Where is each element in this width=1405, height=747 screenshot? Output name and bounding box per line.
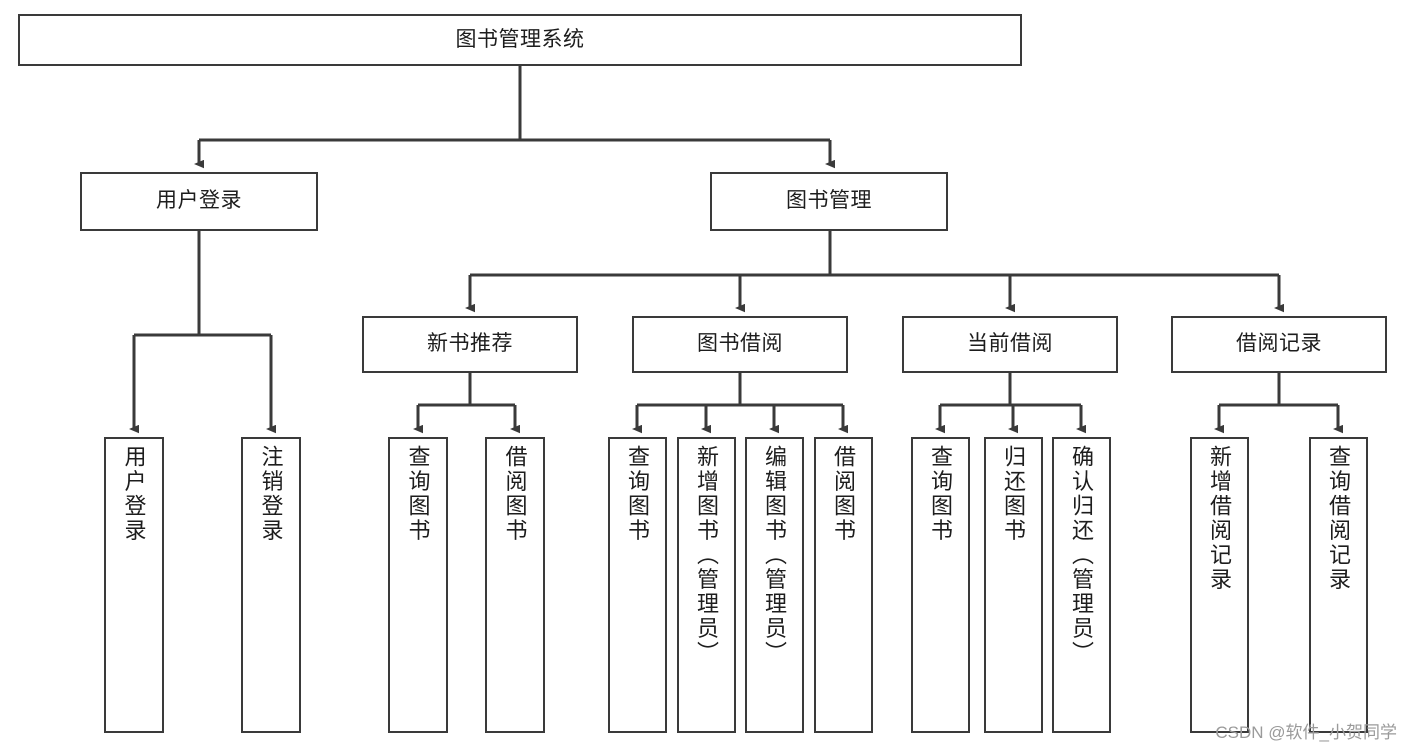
node-user-login[interactable]: 用户登录: [80, 172, 318, 231]
leaf-edit-book-label: 编辑图书（管理员）: [762, 445, 788, 666]
leaf-logout[interactable]: 注销登录: [241, 437, 301, 733]
csdn-watermark: CSDN @软件_小贺同学: [1215, 723, 1397, 742]
leaf-query-book-rec-label: 查询图书: [405, 445, 431, 543]
leaf-borrow-book-label: 借阅图书: [831, 445, 857, 543]
node-book-manage[interactable]: 图书管理: [710, 172, 948, 231]
leaf-query-book-current-label: 查询图书: [928, 445, 954, 543]
leaf-add-record-label: 新增借阅记录: [1207, 445, 1233, 592]
leaf-query-record-label: 查询借阅记录: [1326, 445, 1352, 592]
leaf-return-book[interactable]: 归还图书: [984, 437, 1043, 733]
node-new-book-rec[interactable]: 新书推荐: [362, 316, 578, 373]
leaf-query-book-rec[interactable]: 查询图书: [388, 437, 448, 733]
node-book-borrow-label: 图书借阅: [697, 332, 783, 356]
leaf-query-book-current[interactable]: 查询图书: [911, 437, 970, 733]
node-root[interactable]: 图书管理系统: [18, 14, 1022, 66]
leaf-user-login[interactable]: 用户登录: [104, 437, 164, 733]
node-book-borrow[interactable]: 图书借阅: [632, 316, 848, 373]
leaf-edit-book[interactable]: 编辑图书（管理员）: [745, 437, 804, 733]
leaf-query-book-borrow[interactable]: 查询图书: [608, 437, 667, 733]
leaf-add-book-label: 新增图书（管理员）: [694, 445, 720, 666]
node-root-label: 图书管理系统: [455, 27, 585, 51]
node-current-borrow-label: 当前借阅: [967, 332, 1053, 356]
node-current-borrow[interactable]: 当前借阅: [902, 316, 1118, 373]
leaf-confirm-return-label: 确认归还（管理员）: [1069, 445, 1095, 666]
node-borrow-record[interactable]: 借阅记录: [1171, 316, 1387, 373]
leaf-return-book-label: 归还图书: [1001, 445, 1027, 543]
leaf-borrow-book[interactable]: 借阅图书: [814, 437, 873, 733]
leaf-confirm-return[interactable]: 确认归还（管理员）: [1052, 437, 1111, 733]
leaf-query-book-borrow-label: 查询图书: [625, 445, 651, 543]
leaf-add-book[interactable]: 新增图书（管理员）: [677, 437, 736, 733]
leaf-borrow-book-rec[interactable]: 借阅图书: [485, 437, 545, 733]
leaf-user-login-label: 用户登录: [121, 445, 147, 543]
node-book-manage-label: 图书管理: [786, 189, 872, 213]
leaf-add-record[interactable]: 新增借阅记录: [1190, 437, 1249, 733]
node-borrow-record-label: 借阅记录: [1236, 332, 1322, 356]
node-user-login-label: 用户登录: [156, 189, 242, 213]
leaf-borrow-book-rec-label: 借阅图书: [502, 445, 528, 543]
leaf-logout-label: 注销登录: [258, 445, 284, 543]
leaf-query-record[interactable]: 查询借阅记录: [1309, 437, 1368, 733]
node-new-book-rec-label: 新书推荐: [427, 332, 513, 356]
